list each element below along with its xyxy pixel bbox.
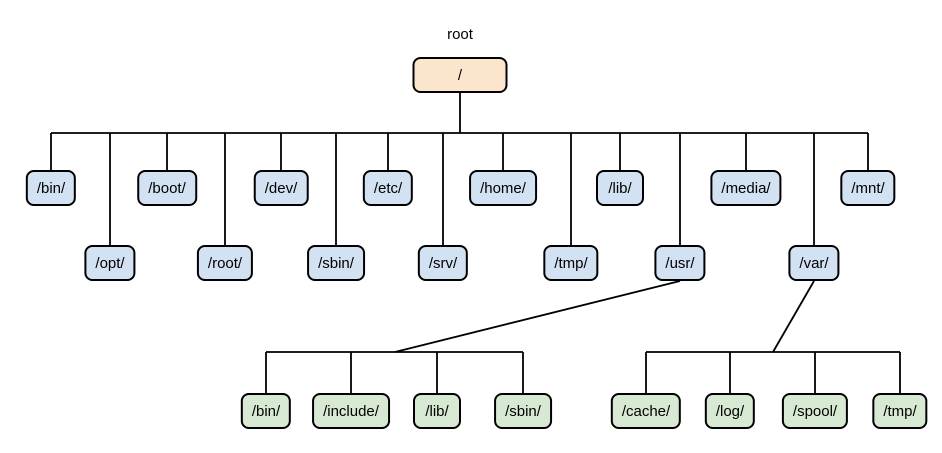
node-usr-lib: /lib/ <box>413 393 461 429</box>
node-var-spool: /spool/ <box>781 393 849 429</box>
node-usr-bin: /bin/ <box>240 393 292 429</box>
node-var: /var/ <box>788 245 840 281</box>
node-media: /media/ <box>710 170 782 206</box>
node-var-log: /log/ <box>704 393 756 429</box>
node-usr-include: /include/ <box>312 393 390 429</box>
node-boot: /boot/ <box>137 170 197 206</box>
node-tmp: /tmp/ <box>543 245 599 281</box>
node-var-cache: /cache/ <box>610 393 682 429</box>
node-etc: /etc/ <box>362 170 414 206</box>
var-diagonal-line <box>772 280 815 353</box>
node-usr: /usr/ <box>654 245 706 281</box>
node-srv: /srv/ <box>417 245 469 281</box>
node-opt: /opt/ <box>84 245 136 281</box>
node-root: / <box>412 57 508 93</box>
node-bin: /bin/ <box>25 170 77 206</box>
node-mnt: /mnt/ <box>840 170 896 206</box>
root-caption: root <box>447 26 473 43</box>
node-home: /home/ <box>469 170 537 206</box>
node-dev: /dev/ <box>253 170 309 206</box>
usr-diagonal-line <box>394 280 681 353</box>
var-drop-lines <box>645 352 901 394</box>
node-root-home: /root/ <box>196 245 254 281</box>
usr-drop-lines <box>265 352 524 394</box>
node-sbin: /sbin/ <box>307 245 365 281</box>
node-usr-sbin: /sbin/ <box>494 393 552 429</box>
node-var-tmp: /tmp/ <box>872 393 928 429</box>
level1-lower-drop-lines <box>109 133 815 246</box>
level1-upper-drop-lines <box>50 133 869 171</box>
node-lib: /lib/ <box>596 170 644 206</box>
